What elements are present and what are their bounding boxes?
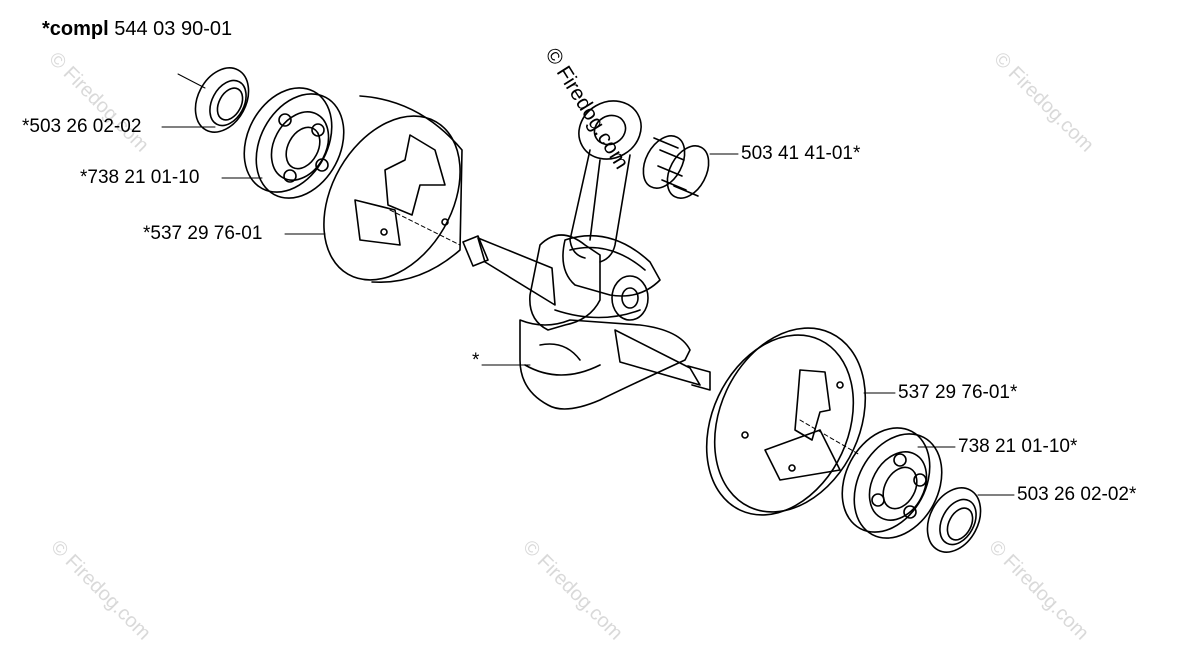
label-bearing-left: *738 21 01-10	[80, 167, 200, 188]
label-bearing-right: 738 21 01-10*	[958, 436, 1078, 457]
leader-lines	[161, 73, 1015, 496]
needle-bearing	[642, 135, 710, 199]
right-ball-bearing	[841, 427, 943, 539]
label-needle-bearing: 503 41 41-01*	[741, 143, 861, 164]
label-seal-right: 503 26 02-02*	[1017, 484, 1137, 505]
connecting-rod	[562, 100, 661, 297]
assembly-title: *compl 544 03 90-01	[42, 18, 232, 41]
title-compl: *compl	[42, 18, 109, 40]
title-part-number: 544 03 90-01	[114, 18, 233, 40]
right-oil-seal	[926, 487, 982, 553]
label-crankshaft: *	[472, 350, 480, 371]
left-ball-bearing	[243, 87, 345, 199]
left-flywheel-half	[323, 95, 463, 284]
right-flywheel-half	[705, 327, 867, 516]
label-flywheel-left: *537 29 76-01	[143, 223, 263, 244]
crankshaft	[462, 234, 711, 410]
label-flywheel-right: 537 29 76-01*	[898, 382, 1018, 403]
crankshaft-exploded-diagram	[161, 67, 1015, 553]
left-oil-seal	[194, 67, 250, 133]
label-seal-left: *503 26 02-02	[22, 116, 142, 137]
